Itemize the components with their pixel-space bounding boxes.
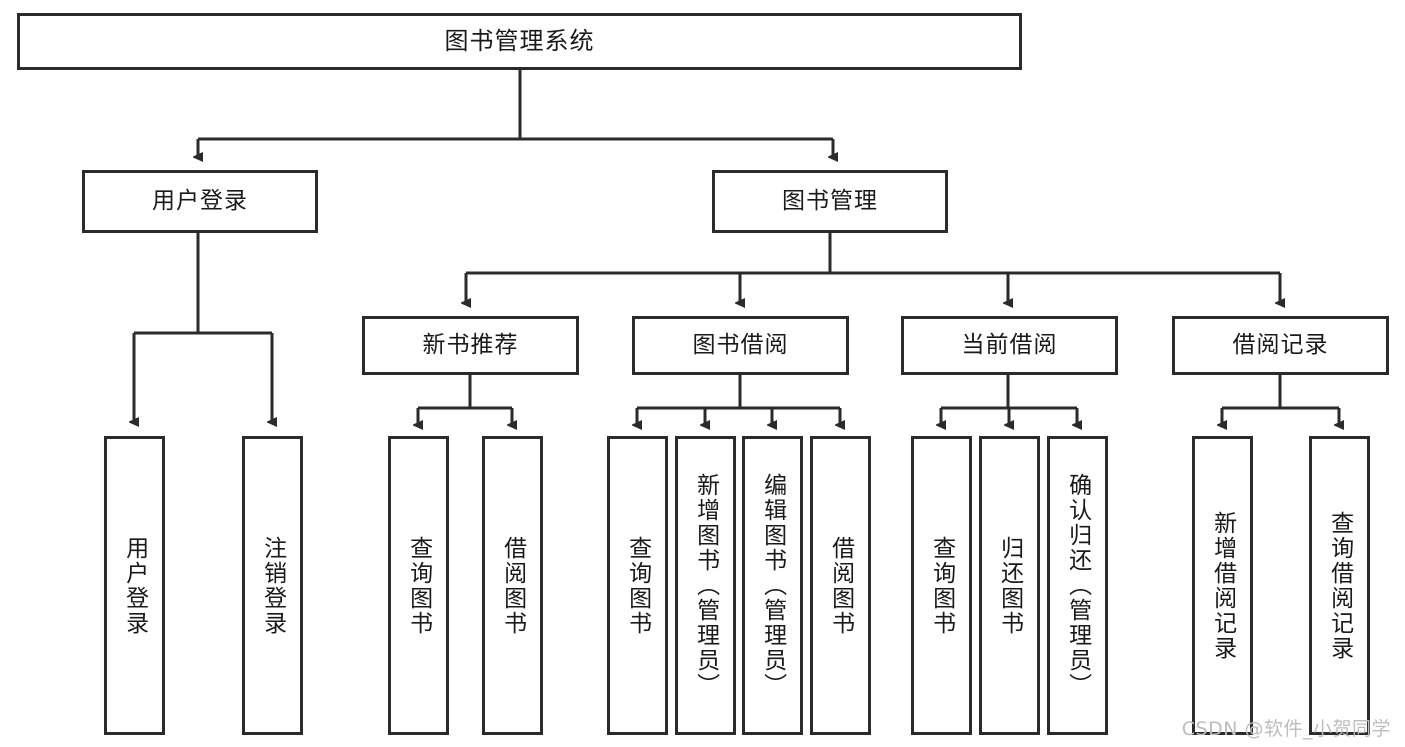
node-label: 图书管理系统 <box>444 27 595 56</box>
node-new-book-recommend[interactable]: 新书推荐 <box>362 316 579 375</box>
leaf-book-borrow-query-book[interactable]: 查询图书 <box>607 436 668 735</box>
leaf-label: 新增图书（管理员） <box>692 473 719 698</box>
node-root-system[interactable]: 图书管理系统 <box>17 13 1022 70</box>
leaf-label: 用户登录 <box>121 535 148 636</box>
leaf-label: 查询图书 <box>405 535 432 636</box>
leaf-label: 借阅图书 <box>827 535 854 636</box>
leaf-label: 查询图书 <box>624 535 651 636</box>
leaf-current-borrow-confirm-return-admin[interactable]: 确认归还（管理员） <box>1047 436 1108 735</box>
leaf-new-books-borrow-book[interactable]: 借阅图书 <box>482 436 543 735</box>
leaf-label: 查询借阅记录 <box>1326 510 1353 661</box>
node-label: 用户登录 <box>152 187 248 214</box>
leaf-book-borrow-borrow-book[interactable]: 借阅图书 <box>810 436 871 735</box>
leaf-new-books-query-book[interactable]: 查询图书 <box>388 436 449 735</box>
watermark-text: CSDN @软件_小贺同学 <box>1181 718 1391 740</box>
node-user-login[interactable]: 用户登录 <box>82 170 318 233</box>
leaf-book-borrow-add-book-admin[interactable]: 新增图书（管理员） <box>675 436 736 735</box>
node-book-borrow[interactable]: 图书借阅 <box>632 316 849 375</box>
node-label: 图书管理 <box>782 187 878 214</box>
node-label: 借阅记录 <box>1232 331 1329 358</box>
leaf-current-borrow-return-book[interactable]: 归还图书 <box>979 436 1040 735</box>
leaf-label: 编辑图书（管理员） <box>759 473 786 698</box>
leaf-label: 注销登录 <box>259 535 286 636</box>
leaf-user-login-logout[interactable]: 注销登录 <box>242 436 303 735</box>
leaf-label: 借阅图书 <box>499 535 526 636</box>
leaf-label: 查询图书 <box>928 535 955 636</box>
leaf-book-borrow-edit-book-admin[interactable]: 编辑图书（管理员） <box>742 436 803 735</box>
node-label: 当前借阅 <box>961 331 1058 358</box>
leaf-label: 归还图书 <box>996 535 1023 636</box>
leaf-borrow-records-query-record[interactable]: 查询借阅记录 <box>1309 436 1370 735</box>
leaf-user-login-login[interactable]: 用户登录 <box>104 436 165 735</box>
leaf-label: 确认归还（管理员） <box>1064 473 1091 698</box>
node-label: 图书借阅 <box>692 331 789 358</box>
node-current-borrow[interactable]: 当前借阅 <box>901 316 1118 375</box>
leaf-current-borrow-query-book[interactable]: 查询图书 <box>911 436 972 735</box>
node-book-management[interactable]: 图书管理 <box>712 170 948 233</box>
leaf-borrow-records-add-record[interactable]: 新增借阅记录 <box>1192 436 1253 735</box>
node-borrow-records[interactable]: 借阅记录 <box>1172 316 1389 375</box>
leaf-label: 新增借阅记录 <box>1209 510 1236 661</box>
node-label: 新书推荐 <box>422 331 519 358</box>
